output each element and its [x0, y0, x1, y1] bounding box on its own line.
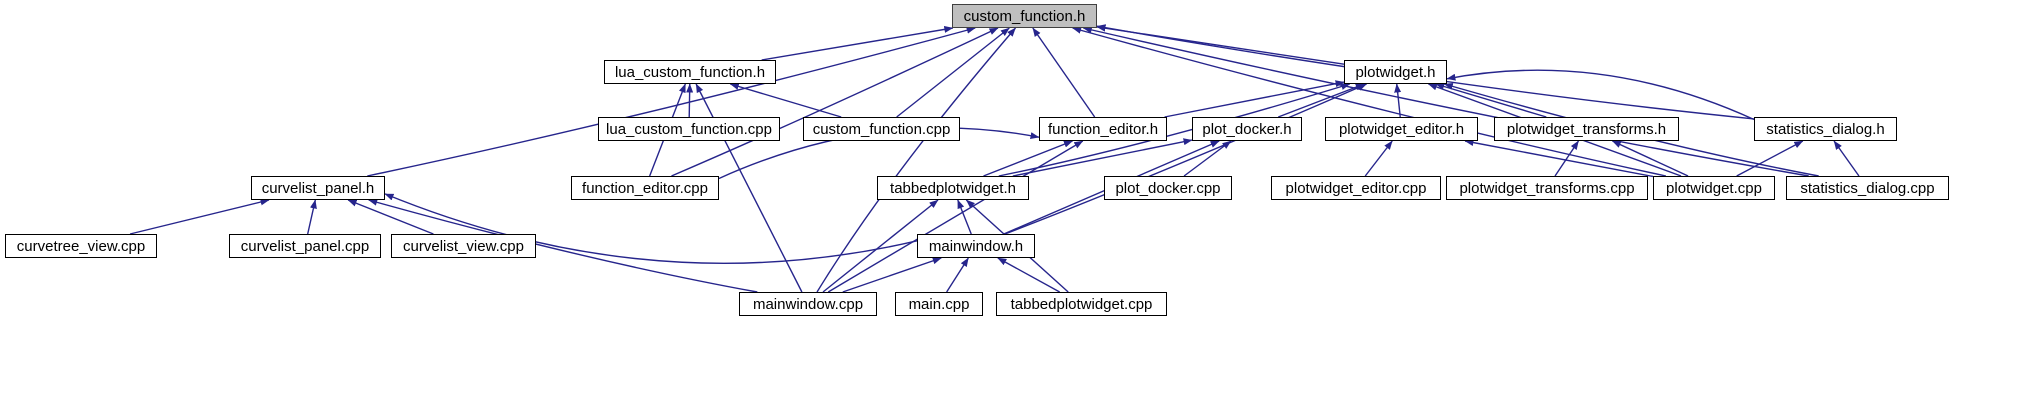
node-function-editor-cpp[interactable]: function_editor.cpp [571, 176, 719, 200]
node-label: plotwidget.h [1355, 63, 1436, 81]
node-label: lua_custom_function.cpp [606, 120, 772, 138]
edge-curvelist-panel-cpp-to-curvelist-panel-h [307, 199, 317, 235]
edge-plotwidget-editor-cpp-to-plotwidget-editor-h [1364, 140, 1393, 177]
edge-tabbedplotwidget-h-to-function-editor-h [983, 140, 1073, 177]
edge-plot-docker-h-to-plotwidget-h [1278, 83, 1365, 118]
edge-statistics-dialog-cpp-to-custom-function-h [1082, 26, 1809, 177]
node-label: tabbedplotwidget.cpp [1010, 295, 1153, 313]
node-label: mainwindow.h [928, 237, 1024, 255]
node-label: function_editor.h [1047, 120, 1159, 138]
node-label: plotwidget.cpp [1666, 179, 1762, 197]
edge-plotwidget-cpp-to-plotwidget-editor-h [1464, 139, 1654, 178]
node-label: plot_docker.h [1202, 120, 1292, 138]
node-curvelist-panel-cpp[interactable]: curvelist_panel.cpp [229, 234, 381, 258]
node-label: curvetree_view.cpp [16, 237, 146, 255]
node-mainwindow-h[interactable]: mainwindow.h [917, 234, 1035, 258]
node-tabbedplotwidget-cpp[interactable]: tabbedplotwidget.cpp [996, 292, 1167, 316]
edge-mainwindow-cpp-to-function-editor-h [827, 140, 1084, 293]
edge-plotwidget-transforms-h-to-plotwidget-h [1435, 83, 1547, 118]
edge-mainwindow-cpp-to-mainwindow-h [842, 257, 942, 293]
edge-plotwidget-transforms-cpp-to-plotwidget-transforms-h [1554, 140, 1580, 177]
node-plotwidget-editor-cpp[interactable]: plotwidget_editor.cpp [1271, 176, 1441, 200]
edge-tabbedplotwidget-h-to-plot-docker-h [1012, 138, 1193, 177]
edge-tabbedplotwidget-cpp-to-mainwindow-h [997, 257, 1061, 293]
edge-lua-custom-function-cpp-to-lua-custom-function-h [686, 83, 694, 118]
node-plotwidget-transforms-h[interactable]: plotwidget_transforms.h [1494, 117, 1679, 141]
node-plot-docker-h[interactable]: plot_docker.h [1192, 117, 1302, 141]
node-label: plotwidget_transforms.cpp [1459, 179, 1635, 197]
node-curvelist-panel-h[interactable]: curvelist_panel.h [251, 176, 385, 200]
node-label: curvelist_panel.h [261, 179, 375, 197]
edge-function-editor-h-to-plotwidget-h [1164, 80, 1345, 118]
edge-plotwidget-cpp-to-custom-function-h [1072, 26, 1667, 177]
node-label: statistics_dialog.cpp [1800, 179, 1935, 197]
node-label: plotwidget_editor.h [1338, 120, 1465, 138]
node-statistics-dialog-cpp[interactable]: statistics_dialog.cpp [1786, 176, 1949, 200]
edge-mainwindow-cpp-to-curvelist-panel-h [368, 198, 758, 293]
node-plotwidget-h[interactable]: plotwidget.h [1344, 60, 1447, 84]
edge-function-editor-h-to-custom-function-h [1032, 27, 1096, 118]
edge-statistics-dialog-cpp-to-statistics-dialog-h [1833, 140, 1860, 177]
node-label: plotwidget_editor.cpp [1285, 179, 1427, 197]
node-label: statistics_dialog.h [1766, 120, 1885, 138]
edge-mainwindow-cpp-to-tabbedplotwidget-h [822, 199, 939, 293]
edge-plotwidget-editor-h-to-plotwidget-h [1394, 83, 1402, 118]
node-label: plotwidget_transforms.h [1506, 120, 1667, 138]
node-curvetree-view-cpp[interactable]: curvetree_view.cpp [5, 234, 157, 258]
edge-plotwidget-cpp-to-plotwidget-transforms-h [1611, 140, 1689, 177]
node-lua-custom-function-cpp[interactable]: lua_custom_function.cpp [598, 117, 780, 141]
edge-mainwindow-h-to-curvelist-panel-h [384, 193, 918, 264]
edge-mainwindow-h-to-tabbedplotwidget-h [957, 199, 972, 235]
node-label: function_editor.cpp [582, 179, 708, 197]
node-plotwidget-editor-h[interactable]: plotwidget_editor.h [1325, 117, 1478, 141]
edge-curvelist-view-cpp-to-curvelist-panel-h [347, 199, 434, 235]
node-label: curvelist_view.cpp [403, 237, 524, 255]
node-tabbedplotwidget-h[interactable]: tabbedplotwidget.h [877, 176, 1029, 200]
node-label: custom_function.h [963, 7, 1086, 25]
node-function-editor-h[interactable]: function_editor.h [1039, 117, 1167, 141]
node-label: plot_docker.cpp [1115, 179, 1221, 197]
node-label: tabbedplotwidget.h [890, 179, 1016, 197]
edge-custom-function-cpp-to-custom-function-h [896, 27, 1010, 118]
edge-curvelist-panel-h-to-custom-function-h [367, 26, 976, 177]
node-main-cpp[interactable]: main.cpp [895, 292, 983, 316]
edge-main-cpp-to-mainwindow-h [946, 257, 969, 293]
edge-statistics-dialog-h-to-plotwidget-h [1446, 69, 1755, 121]
node-plotwidget-cpp[interactable]: plotwidget.cpp [1653, 176, 1775, 200]
node-plot-docker-cpp[interactable]: plot_docker.cpp [1104, 176, 1232, 200]
edge-plotwidget-cpp-to-statistics-dialog-h [1736, 140, 1804, 177]
node-lua-custom-function-h[interactable]: lua_custom_function.h [604, 60, 776, 84]
edge-plot-docker-cpp-to-plot-docker-h [1183, 140, 1232, 177]
node-label: mainwindow.cpp [752, 295, 864, 313]
node-custom-function-h[interactable]: custom_function.h [952, 4, 1097, 28]
node-label: custom_function.cpp [812, 120, 951, 138]
node-mainwindow-cpp[interactable]: mainwindow.cpp [739, 292, 877, 316]
edge-lua-custom-function-h-to-custom-function-h [761, 25, 954, 61]
edge-curvetree-view-cpp-to-curvelist-panel-h [129, 198, 270, 235]
node-statistics-dialog-h[interactable]: statistics_dialog.h [1754, 117, 1897, 141]
node-label: main.cpp [908, 295, 970, 313]
node-curvelist-view-cpp[interactable]: curvelist_view.cpp [391, 234, 536, 258]
edge-custom-function-cpp-to-lua-custom-function-h [729, 83, 842, 118]
edge-function-editor-cpp-to-custom-function-h [671, 27, 999, 177]
node-plotwidget-transforms-cpp[interactable]: plotwidget_transforms.cpp [1446, 176, 1648, 200]
edge-mainwindow-cpp-to-custom-function-h [816, 27, 1017, 293]
node-label: curvelist_panel.cpp [240, 237, 370, 255]
node-label: lua_custom_function.h [614, 63, 766, 81]
edge-mainwindow-h-to-plotwidget-h [1004, 83, 1368, 235]
node-custom-function-cpp[interactable]: custom_function.cpp [803, 117, 960, 141]
